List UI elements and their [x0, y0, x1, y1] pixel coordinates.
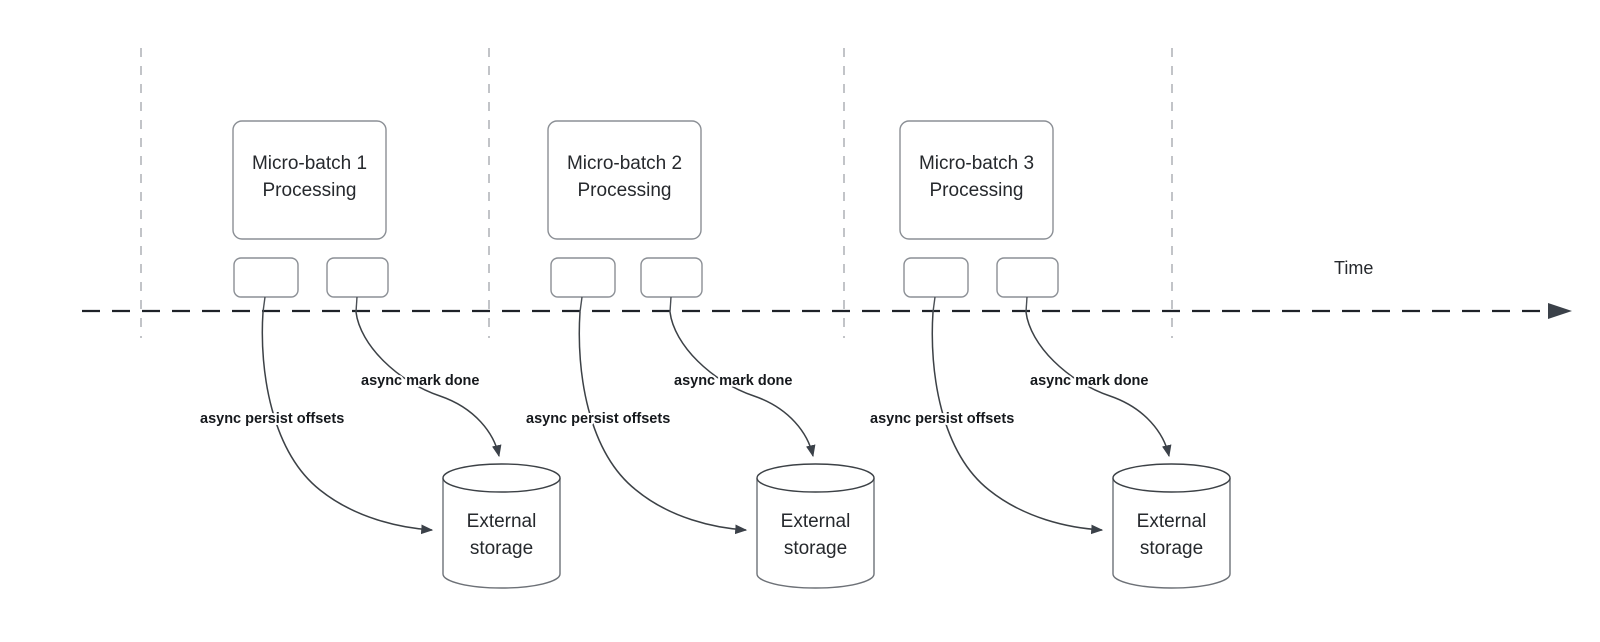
task-stem-2b — [669, 296, 672, 313]
timeline-tick-dividers — [140, 48, 1173, 338]
external-storage-1[interactable]: External storage — [442, 463, 561, 589]
external-storage-3[interactable]: External storage — [1112, 463, 1231, 589]
persist-offsets-arrow-1 — [261, 311, 434, 535]
time-axis: Time — [82, 258, 1572, 319]
micro-batch-box-2-line2: Processing — [578, 180, 672, 201]
task-stem-1b — [355, 296, 358, 313]
mark-done-task-box-2[interactable] — [640, 257, 703, 298]
micro-batch-box-3[interactable] — [899, 120, 1054, 240]
external-storage-3-top — [1112, 463, 1231, 493]
persist-offsets-arrow-2 — [578, 311, 748, 535]
external-storage-2-line1: External — [781, 511, 851, 532]
micro-batch-box-2-line1: Micro-batch 2 — [567, 153, 682, 174]
external-storage-1-top — [442, 463, 561, 493]
persist-offsets-task-box-2[interactable] — [550, 257, 616, 298]
micro-batch-box-1-line1: Micro-batch 1 — [252, 153, 367, 174]
micro-batch-group-1: Micro-batch 1 Processing External storag… — [198, 120, 561, 589]
persist-offsets-label-2: async persist offsets — [526, 411, 670, 427]
mark-done-arrow-1 — [355, 311, 502, 458]
external-storage-2[interactable]: External storage — [756, 463, 875, 589]
persist-offsets-task-box-1[interactable] — [233, 257, 299, 298]
task-stem-2a — [579, 296, 583, 313]
mark-done-label-2: async mark done — [674, 373, 792, 389]
micro-batch-group-2: Micro-batch 2 Processing External storag… — [524, 120, 875, 589]
persist-offsets-arrow-3 — [931, 311, 1104, 535]
persist-offsets-label-1: async persist offsets — [200, 411, 344, 427]
external-storage-2-line2: storage — [784, 538, 847, 559]
mark-done-task-box-1[interactable] — [326, 257, 389, 298]
external-storage-1-line2: storage — [470, 538, 533, 559]
external-storage-2-top — [756, 463, 875, 493]
time-axis-label: Time — [1334, 258, 1373, 278]
micro-batch-box-1[interactable] — [232, 120, 387, 240]
external-storage-1-line1: External — [467, 511, 537, 532]
external-storage-3-line2: storage — [1140, 538, 1203, 559]
mark-done-task-box-3[interactable] — [996, 257, 1059, 298]
task-stem-1a — [262, 296, 266, 313]
external-storage-1-body — [442, 478, 561, 589]
task-stem-3b — [1025, 296, 1028, 313]
external-storage-3-line1: External — [1137, 511, 1207, 532]
micro-batch-group-3: Micro-batch 3 Processing External storag… — [868, 120, 1231, 589]
mark-done-label-3: async mark done — [1030, 373, 1148, 389]
micro-batch-box-2[interactable] — [547, 120, 702, 240]
micro-batch-box-3-line2: Processing — [930, 180, 1024, 201]
task-stem-3a — [932, 296, 936, 313]
micro-batch-box-3-line1: Micro-batch 3 — [919, 153, 1034, 174]
persist-offsets-task-box-3[interactable] — [903, 257, 969, 298]
mark-done-arrow-2 — [669, 311, 816, 458]
arrow-right-icon — [1548, 303, 1572, 319]
external-storage-2-body — [756, 478, 875, 589]
mark-done-label-1: async mark done — [361, 373, 479, 389]
external-storage-3-body — [1112, 478, 1231, 589]
mark-done-arrow-3 — [1025, 311, 1172, 458]
micro-batch-box-1-line2: Processing — [263, 180, 357, 201]
persist-offsets-label-3: async persist offsets — [870, 411, 1014, 427]
